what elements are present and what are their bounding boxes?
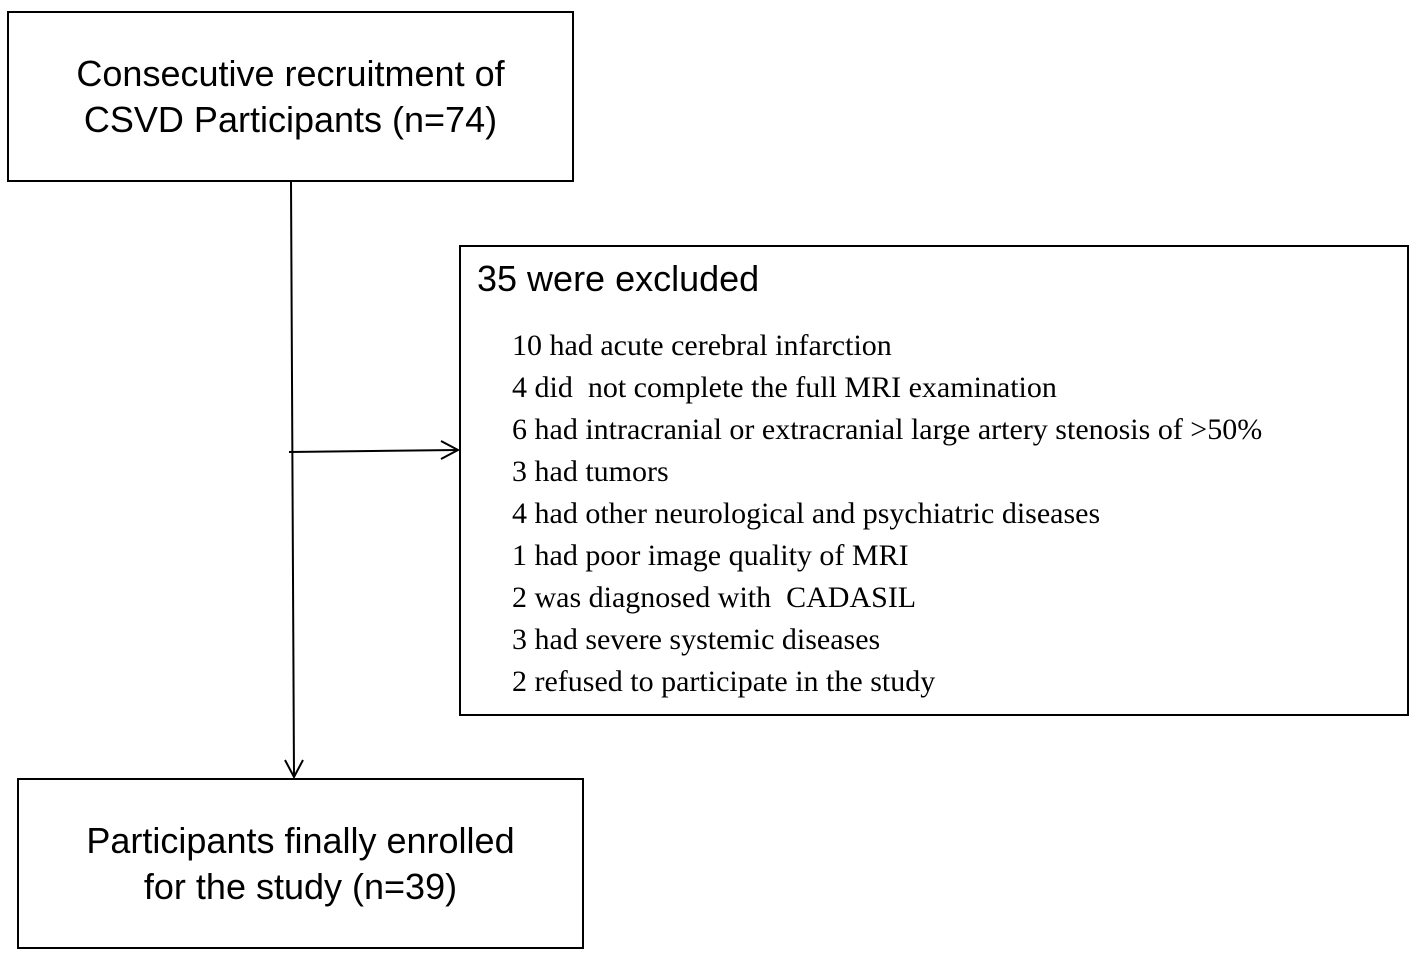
down-arrowhead [284,759,304,780]
exclusion-reason: 2 refused to participate in the study [512,665,936,698]
enrolled-line-1: Participants finally enrolled [86,819,515,861]
exclusion-heading: 35 were excluded [477,258,760,299]
main-vertical-connector [290,181,295,777]
exclusion-reason: 10 had acute cerebral infarction [512,329,892,362]
exclusion-box: 35 were excluded 10 had acute cerebral i… [459,245,1409,716]
exclusion-reason-list: 10 had acute cerebral infarction 4 did n… [512,325,1262,703]
exclusion-reason: 3 had severe systemic diseases [512,623,881,656]
branch-connector [288,449,458,453]
recruitment-line-2: CSVD Participants (n=74) [83,98,498,140]
recruitment-box: Consecutive recruitment of CSVD Particip… [7,11,574,182]
enrolled-box: Participants finally enrolled for the st… [17,778,584,949]
right-arrowhead [440,440,461,460]
enrolled-line-2: for the study (n=39) [143,865,458,907]
exclusion-reason: 3 had tumors [512,455,669,488]
exclusion-reason: 2 was diagnosed with CADASIL [512,581,917,614]
exclusion-reason: 6 had intracranial or extracranial large… [512,413,1263,446]
recruitment-line-1: Consecutive recruitment of [76,52,505,94]
exclusion-reason: 4 did not complete the full MRI examinat… [512,371,1057,404]
exclusion-reason: 4 had other neurological and psychiatric… [512,497,1101,530]
exclusion-reason: 1 had poor image quality of MRI [512,539,909,572]
